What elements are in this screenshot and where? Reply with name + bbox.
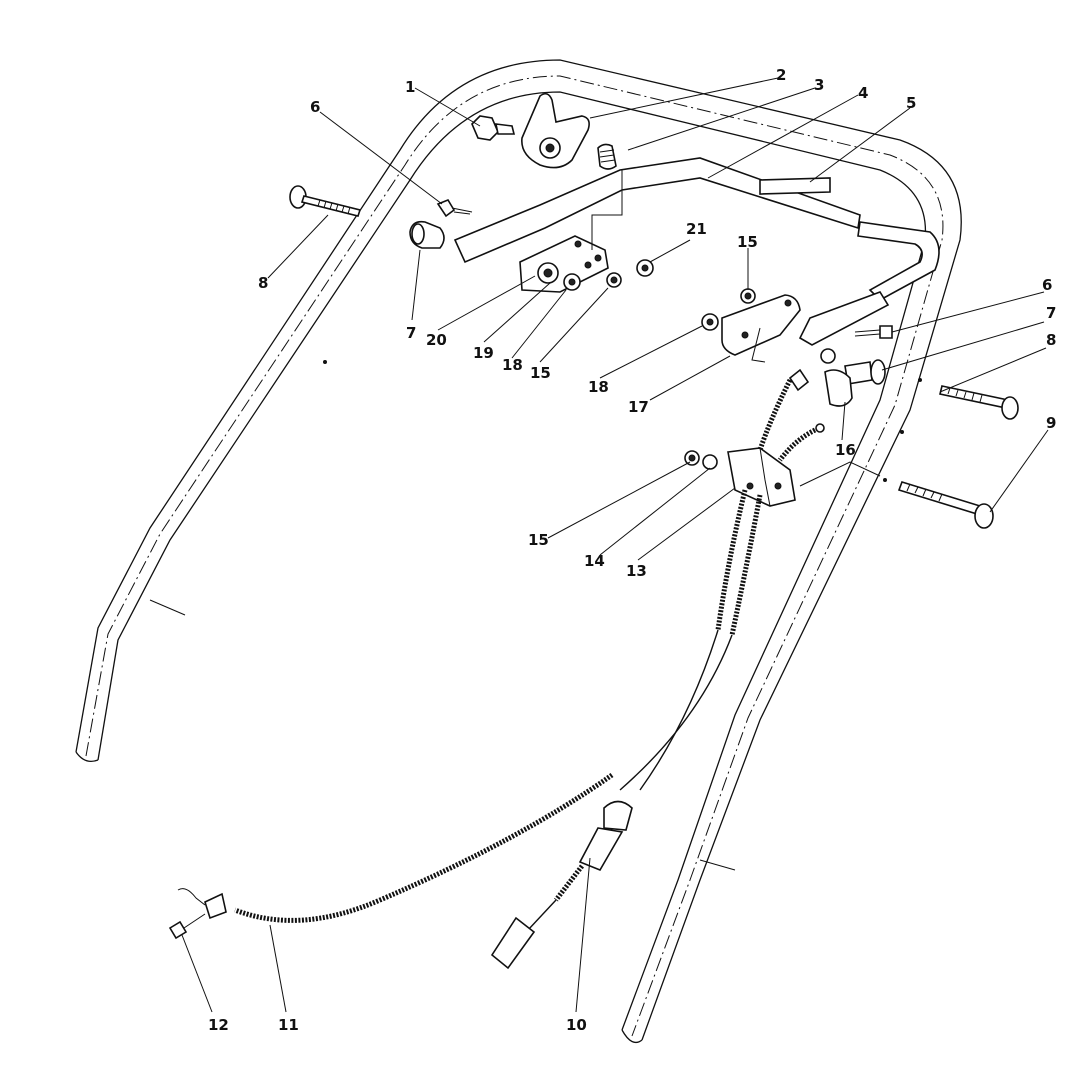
cam-lever [824, 369, 853, 407]
callout-6-left: 6 [310, 98, 320, 116]
callout-6-right: 6 [1042, 276, 1052, 294]
cable-clamp [727, 447, 796, 507]
callout-8-left: 8 [258, 274, 268, 292]
callout-11: 11 [278, 1016, 299, 1034]
decal [759, 177, 831, 195]
callout-13: 13 [626, 562, 647, 580]
callout-18-right: 18 [588, 378, 609, 396]
callout-20: 20 [426, 331, 447, 349]
callout-15-clamp: 15 [528, 531, 549, 549]
callout-5: 5 [906, 94, 916, 112]
nut-15-upper [740, 288, 756, 304]
callout-14: 14 [584, 552, 605, 570]
nut-18-right [701, 313, 719, 331]
callout-8-right: 8 [1046, 331, 1056, 349]
spacer-left [409, 220, 445, 249]
shoulder-bolt [471, 115, 516, 141]
washer-14 [702, 454, 718, 470]
carriage-bolt-right [939, 385, 1019, 420]
callout-10: 10 [566, 1016, 587, 1034]
throttle-lever [521, 92, 590, 169]
handle-frame [75, 59, 962, 1044]
callout-2: 2 [776, 66, 786, 84]
callout-12: 12 [208, 1016, 229, 1034]
control-bar [453, 157, 940, 346]
nut-15-clamp [684, 450, 700, 466]
bolt-left [436, 199, 473, 218]
callout-16: 16 [835, 441, 856, 459]
callout-7-right: 7 [1046, 304, 1056, 322]
nut-18 [563, 273, 581, 291]
carriage-bolt-left [289, 185, 362, 217]
cables [168, 368, 825, 970]
callout-3: 3 [814, 76, 824, 94]
callout-9: 9 [1046, 414, 1056, 432]
spring [597, 143, 617, 170]
washer-19 [543, 268, 553, 278]
callout-15-upper: 15 [737, 233, 758, 251]
callout-15-lower: 15 [530, 364, 551, 382]
callout-21: 21 [686, 220, 707, 238]
callout-1: 1 [405, 78, 415, 96]
callout-17: 17 [628, 398, 649, 416]
nut-21 [636, 259, 654, 277]
leader-lines [181, 77, 1049, 1013]
callout-labels: 1 2 3 4 5 6 8 7 20 19 18 15 21 15 6 7 8 … [208, 66, 1056, 1034]
bracket-17 [721, 294, 801, 363]
carriage-bolt-9 [799, 461, 994, 529]
callout-7-left: 7 [406, 324, 416, 342]
nut-15-lower [606, 272, 622, 288]
callout-19: 19 [473, 344, 494, 362]
bolt-right [854, 325, 893, 339]
callout-4: 4 [858, 84, 868, 102]
callout-18-left: 18 [502, 356, 523, 374]
